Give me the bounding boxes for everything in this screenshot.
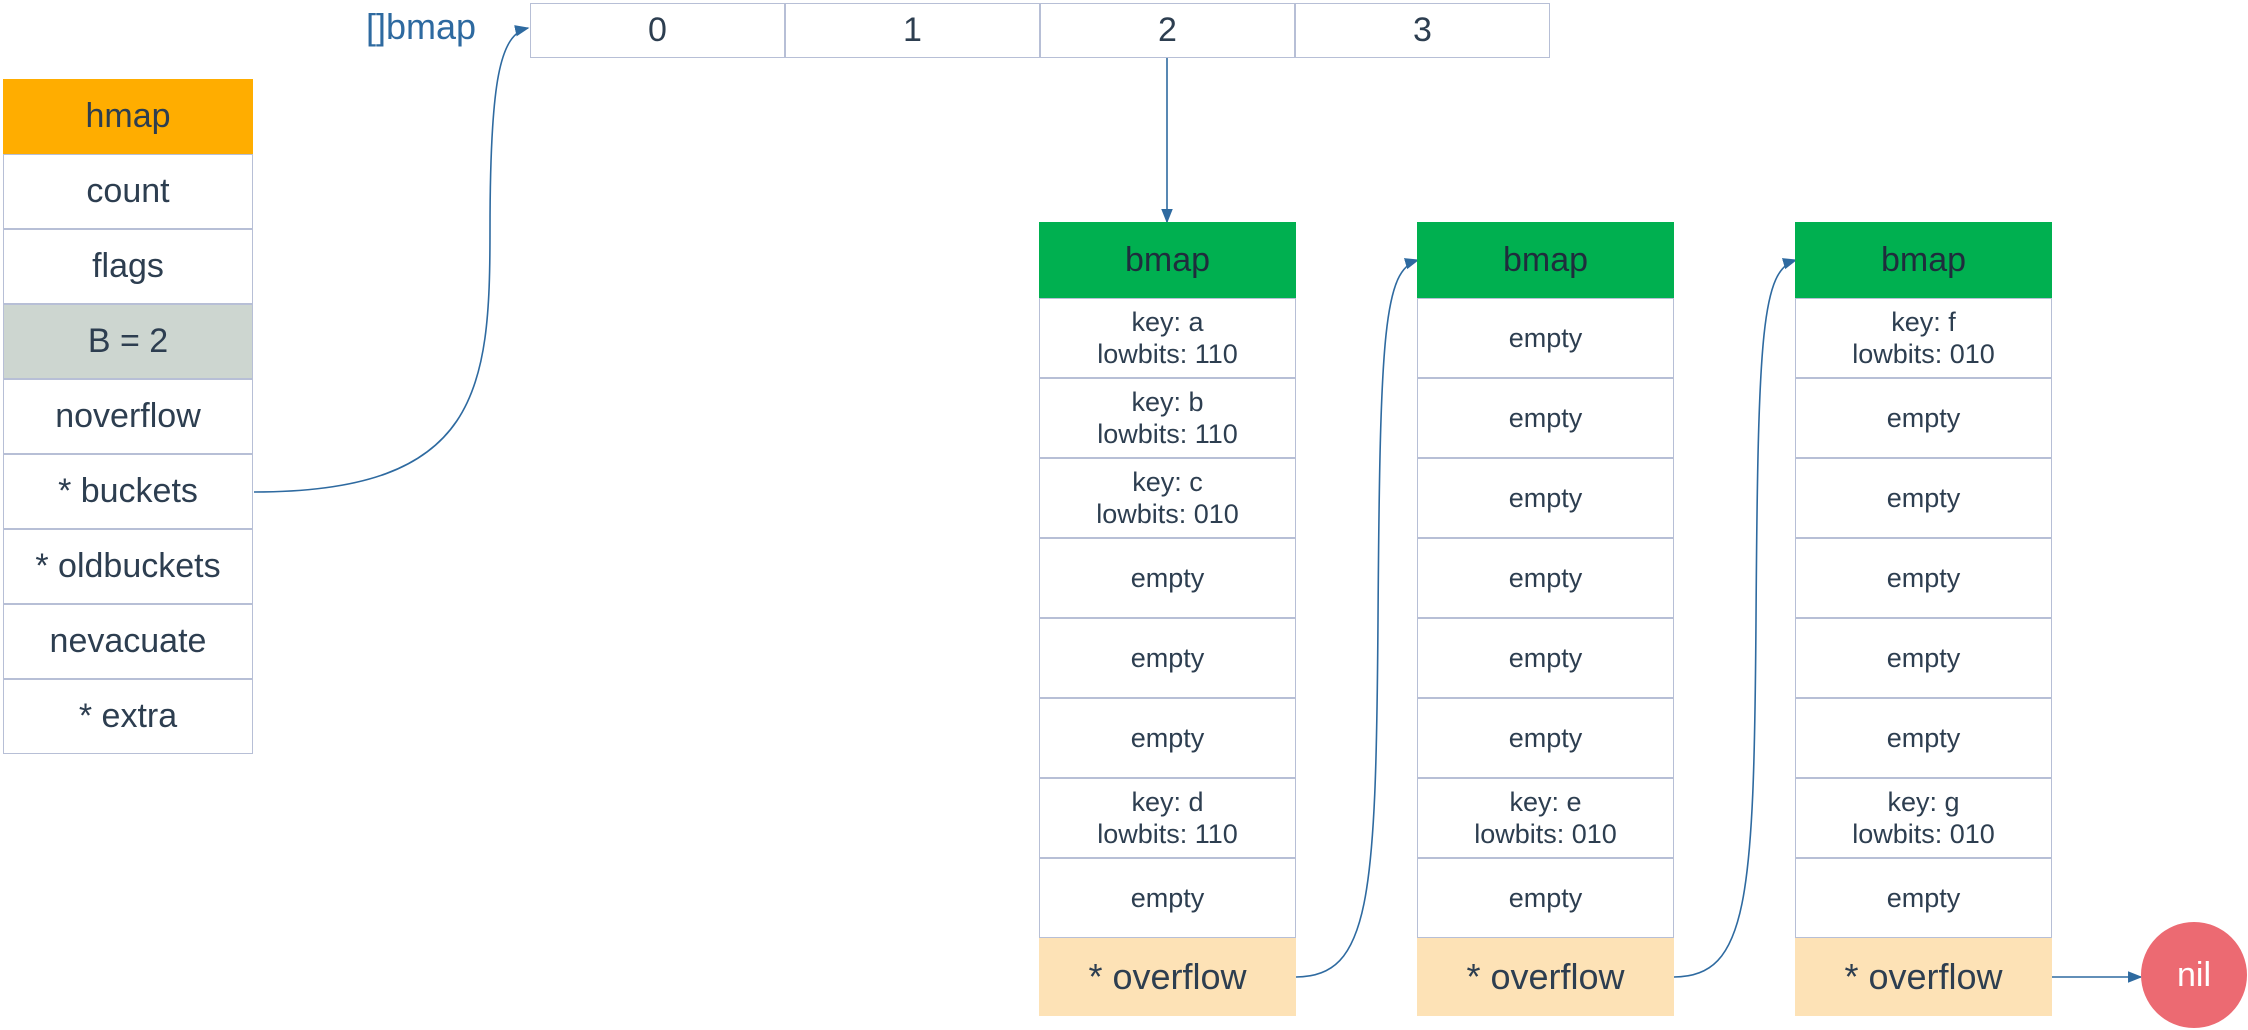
overflow-label: * overflow [1466, 956, 1625, 997]
bucket-slot: empty [1795, 538, 2052, 618]
bucket-slot: empty [1417, 618, 1674, 698]
slot-empty: empty [1508, 563, 1583, 593]
hmap-field-b: B = 2 [3, 304, 253, 379]
overflow-pointer: * overflow [1039, 938, 1296, 1016]
hmap-field-flags: flags [3, 229, 253, 304]
bucket-slot: empty [1039, 538, 1296, 618]
hmap-header: hmap [3, 79, 253, 154]
slot-empty: empty [1886, 403, 1961, 433]
bmap-header: bmap [1039, 222, 1296, 298]
overflow-label: * overflow [1088, 956, 1247, 997]
index-label: 1 [903, 11, 922, 49]
slot-empty: empty [1508, 723, 1583, 753]
slot-key: key: a [1131, 307, 1204, 337]
slot-lowbits: lowbits: 110 [1097, 419, 1238, 449]
bucket-slot: empty [1417, 858, 1674, 938]
buckets-pointer-arrow [253, 25, 530, 493]
slot-lowbits: lowbits: 110 [1097, 339, 1238, 369]
field-label: flags [92, 247, 164, 285]
slot-lowbits: lowbits: 010 [1852, 819, 1995, 849]
bucket-array-index-2: 2 [1040, 3, 1295, 58]
bucket-array-label: []bmap [366, 6, 477, 47]
slot-empty: empty [1130, 723, 1205, 753]
slot-empty: empty [1130, 563, 1205, 593]
slot-empty: empty [1886, 643, 1961, 673]
overflow-2-arrow [1673, 258, 1798, 978]
slot-empty: empty [1508, 323, 1583, 353]
slot-key: key: f [1891, 307, 1956, 337]
field-label: * extra [78, 697, 178, 735]
hmap-field-extra: * extra [3, 679, 253, 754]
hmap-field-nevacuate: nevacuate [3, 604, 253, 679]
bucket-array-index-0: 0 [530, 3, 785, 58]
field-label: B = 2 [87, 322, 169, 360]
bucket-slot: empty [1795, 858, 2052, 938]
bucket-slot: empty [1417, 378, 1674, 458]
hmap-field-noverflow: noverflow [3, 379, 253, 454]
bmap-header-label: bmap [1502, 240, 1589, 279]
slot-key: key: d [1131, 787, 1204, 817]
index-label: 2 [1158, 11, 1177, 49]
slot-empty: empty [1886, 483, 1961, 513]
index-label: 0 [648, 11, 667, 49]
index-label: 3 [1413, 11, 1432, 49]
bucket-slot: empty [1417, 538, 1674, 618]
bucket-slot: empty [1795, 458, 2052, 538]
bucket-slot: empty [1039, 618, 1296, 698]
slot-empty: empty [1886, 883, 1961, 913]
field-label: * buckets [58, 472, 198, 510]
slot-empty: empty [1130, 643, 1205, 673]
hmap-field-buckets: * buckets [3, 454, 253, 529]
slot-lowbits: lowbits: 010 [1852, 339, 1995, 369]
bucket-slot: empty [1417, 298, 1674, 378]
slot-empty: empty [1508, 483, 1583, 513]
slot-key: key: e [1509, 787, 1582, 817]
bmap-header: bmap [1795, 222, 2052, 298]
slot-key: key: b [1131, 387, 1204, 417]
hmap-header-label: hmap [85, 97, 171, 135]
bucket-array-index-3: 3 [1295, 3, 1550, 58]
slot-lowbits: lowbits: 010 [1474, 819, 1617, 849]
hmap-field-count: count [3, 154, 253, 229]
bucket-slot: empty [1417, 458, 1674, 538]
slot-key: key: c [1132, 467, 1203, 497]
field-label: * oldbuckets [35, 547, 221, 585]
overflow-label: * overflow [1844, 956, 2003, 997]
bucket-array-index-1: 1 [785, 3, 1040, 58]
slot-empty: empty [1508, 403, 1583, 433]
overflow-1-arrow [1295, 258, 1420, 978]
bucket-slot: empty [1039, 698, 1296, 778]
slot-lowbits: lowbits: 010 [1096, 499, 1239, 529]
bmap-header-label: bmap [1124, 240, 1211, 279]
overflow-pointer: * overflow [1417, 938, 1674, 1016]
slot-empty: empty [1130, 883, 1205, 913]
slot-lowbits: lowbits: 110 [1097, 819, 1238, 849]
slot-empty: empty [1886, 723, 1961, 753]
nil-terminator: nil [2141, 922, 2247, 1028]
slot-key: key: g [1887, 787, 1960, 817]
field-label: nevacuate [49, 622, 207, 660]
slot-empty: empty [1886, 563, 1961, 593]
bucket-slot: empty [1039, 858, 1296, 938]
hmap-field-oldbuckets: * oldbuckets [3, 529, 253, 604]
bucket-slot: empty [1795, 378, 2052, 458]
overflow-pointer: * overflow [1795, 938, 2052, 1016]
field-label: noverflow [55, 397, 201, 435]
field-label: count [86, 172, 170, 210]
bucket-slot: empty [1795, 618, 2052, 698]
slot-empty: empty [1508, 883, 1583, 913]
bucket-slot: empty [1795, 698, 2052, 778]
bmap-header-label: bmap [1880, 240, 1967, 279]
bucket-slot: empty [1417, 698, 1674, 778]
bmap-header: bmap [1417, 222, 1674, 298]
slot-empty: empty [1508, 643, 1583, 673]
